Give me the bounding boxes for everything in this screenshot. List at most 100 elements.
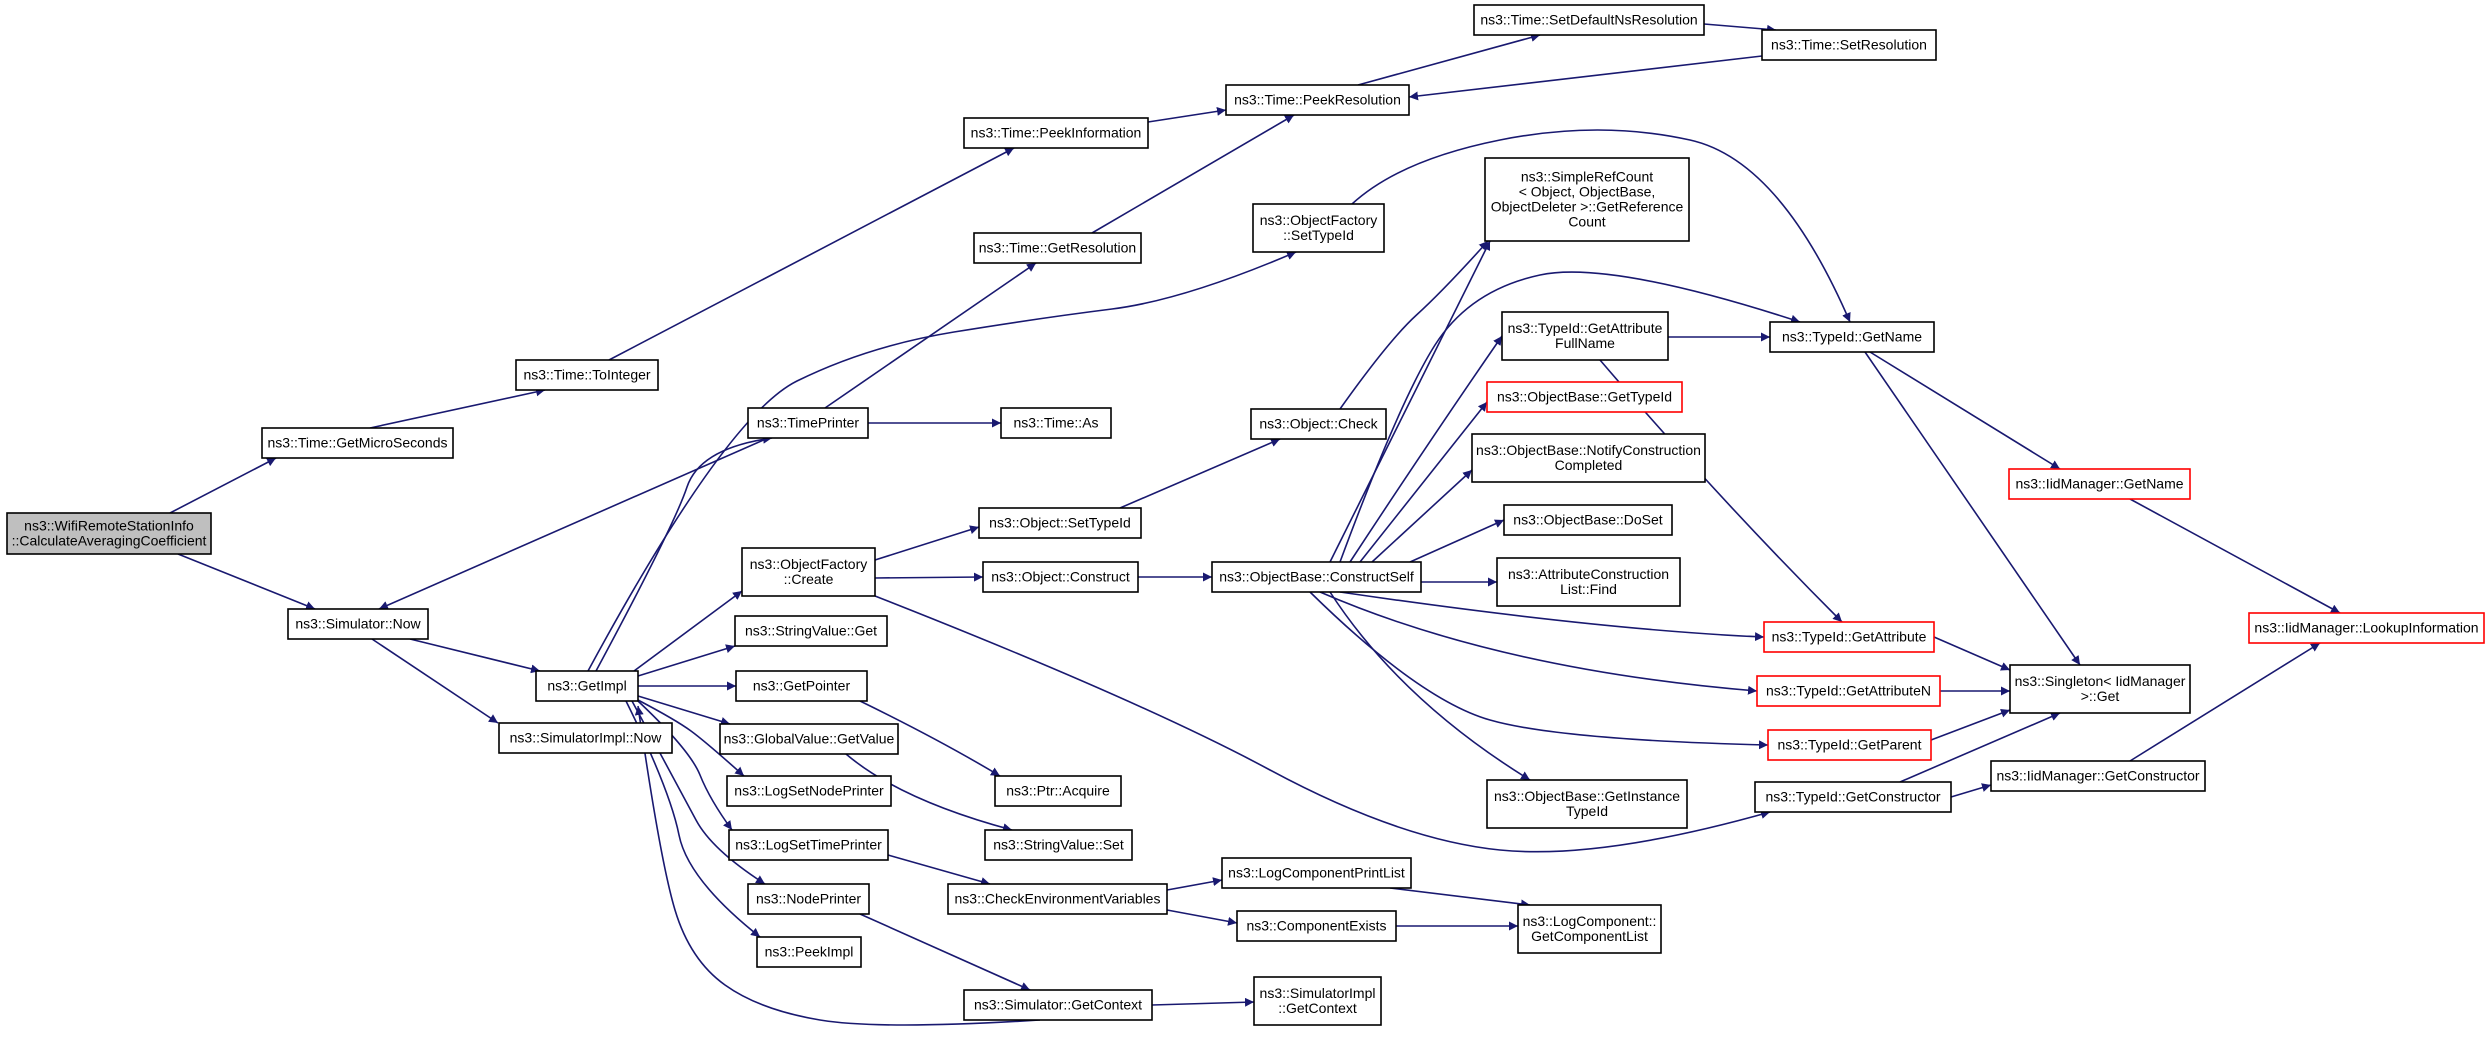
node-ofSetTypeId[interactable]: ns3::ObjectFactory::SetTypeId <box>1252 203 1385 253</box>
node-box <box>1486 779 1688 829</box>
node-compExists[interactable]: ns3::ComponentExists <box>1236 910 1397 942</box>
node-constructSelf[interactable]: ns3::ObjectBase::ConstructSelf <box>1211 561 1422 593</box>
node-box <box>1484 157 1690 242</box>
node-box <box>1763 621 1935 653</box>
node-label: ns3::Time::PeekResolution <box>1234 92 1401 108</box>
node-peekImpl[interactable]: ns3::PeekImpl <box>756 936 862 968</box>
node-tidGetName[interactable]: ns3::TypeId::GetName <box>1769 321 1935 353</box>
node-box <box>1990 760 2206 792</box>
node-label: ObjectDeleter >::GetReference <box>1491 199 1684 215</box>
node-timeAs[interactable]: ns3::Time::As <box>1000 407 1112 439</box>
node-box <box>515 359 659 391</box>
node-label: >::Get <box>2081 688 2120 704</box>
node-tidGetAttrN[interactable]: ns3::TypeId::GetAttributeN <box>1756 675 1941 707</box>
node-box <box>1496 557 1681 607</box>
node-label: ns3::LogSetNodePrinter <box>734 783 884 799</box>
node-getRes[interactable]: ns3::Time::GetResolution <box>973 232 1142 264</box>
node-box <box>1486 381 1683 413</box>
node-box <box>994 775 1122 807</box>
node-simNow[interactable]: ns3::Simulator::Now <box>287 608 429 640</box>
node-simpleRef[interactable]: ns3::SimpleRefCount< Object, ObjectBase,… <box>1484 157 1690 242</box>
node-getPointer[interactable]: ns3::GetPointer <box>735 670 868 702</box>
edge-tidGetParent-to-singletonGet <box>1930 708 2011 741</box>
node-label: ns3::Ptr::Acquire <box>1006 783 1110 799</box>
node-box <box>498 722 673 754</box>
node-ofCreate[interactable]: ns3::ObjectFactory::Create <box>741 547 876 597</box>
node-logTimeP[interactable]: ns3::LogSetTimePrinter <box>728 829 889 861</box>
node-label: ns3::ObjectBase::ConstructSelf <box>1219 569 1414 585</box>
node-ptrAcquire[interactable]: ns3::Ptr::Acquire <box>994 775 1122 807</box>
edge-constructSelf-to-obDoSet <box>1409 519 1505 563</box>
node-box <box>1767 729 1932 761</box>
node-label: ns3::GetPointer <box>753 678 851 694</box>
node-setRes[interactable]: ns3::Time::SetResolution <box>1761 29 1937 61</box>
node-getImpl[interactable]: ns3::GetImpl <box>535 670 639 702</box>
node-box <box>963 117 1149 149</box>
node-obGetTypeId[interactable]: ns3::ObjectBase::GetTypeId <box>1486 381 1683 413</box>
node-toInteger[interactable]: ns3::Time::ToInteger <box>515 359 659 391</box>
edge-timePrinter-to-simNow <box>378 437 769 610</box>
node-tidGetCtor[interactable]: ns3::TypeId::GetConstructor <box>1754 781 1952 813</box>
edge-getImpl-to-ofCreate <box>633 590 743 672</box>
node-strGet[interactable]: ns3::StringValue::Get <box>734 615 888 647</box>
node-box <box>1211 561 1422 593</box>
node-peekInfo[interactable]: ns3::Time::PeekInformation <box>963 117 1149 149</box>
edge-tidGetAttr-to-singletonGet <box>1933 636 2011 671</box>
node-checkEnv[interactable]: ns3::CheckEnvironmentVariables <box>947 883 1168 915</box>
edge-constructSelf-to-tidGetParent <box>1309 591 1769 750</box>
node-box <box>747 407 869 439</box>
node-label: ns3::Simulator::Now <box>295 616 421 632</box>
edge-checkEnv-to-compExists <box>1166 909 1238 926</box>
node-logCompGet[interactable]: ns3::LogComponent::GetComponentList <box>1517 904 1662 954</box>
node-root[interactable]: ns3::WifiRemoteStationInfo::CalculateAve… <box>6 512 212 555</box>
node-obNotify[interactable]: ns3::ObjectBase::NotifyConstructionCompl… <box>1471 433 1706 483</box>
node-tidGetParent[interactable]: ns3::TypeId::GetParent <box>1767 729 1932 761</box>
node-singletonGet[interactable]: ns3::Singleton< IidManager>::Get <box>2009 664 2191 714</box>
node-box <box>728 829 889 861</box>
node-simImplNow[interactable]: ns3::SimulatorImpl::Now <box>498 722 673 754</box>
node-box <box>2009 664 2191 714</box>
node-tidGetAttr[interactable]: ns3::TypeId::GetAttribute <box>1763 621 1935 653</box>
node-objCheck[interactable]: ns3::Object::Check <box>1250 408 1387 440</box>
node-peekRes[interactable]: ns3::Time::PeekResolution <box>1225 84 1410 116</box>
node-objConstruct[interactable]: ns3::Object::Construct <box>982 561 1139 593</box>
node-box <box>984 829 1133 861</box>
node-nodePrinter[interactable]: ns3::NodePrinter <box>747 883 870 915</box>
node-box <box>1221 857 1412 889</box>
node-gvGet[interactable]: ns3::GlobalValue::GetValue <box>719 723 899 755</box>
edge-objSetTypeId-to-objCheck <box>1119 438 1281 509</box>
node-strSet[interactable]: ns3::StringValue::Set <box>984 829 1133 861</box>
node-label: ns3::LogSetTimePrinter <box>735 837 882 853</box>
edge-iidGetName-to-iidLookup <box>2129 498 2341 614</box>
node-label: ns3::IidManager::GetName <box>2015 476 2183 492</box>
node-logNodeP[interactable]: ns3::LogSetNodePrinter <box>726 775 892 807</box>
node-iidGetCtor[interactable]: ns3::IidManager::GetConstructor <box>1990 760 2206 792</box>
node-iidGetName[interactable]: ns3::IidManager::GetName <box>2008 468 2191 500</box>
node-box <box>756 936 862 968</box>
edge-logCompPL-to-logCompGet <box>1389 887 1531 909</box>
call-nodes: ns3::WifiRemoteStationInfo::CalculateAve… <box>6 4 2485 1026</box>
node-label: ns3::SimulatorImpl::Now <box>510 730 663 746</box>
node-obDoSet[interactable]: ns3::ObjectBase::DoSet <box>1503 504 1673 536</box>
edge-simNow-to-simImplNow <box>371 638 499 724</box>
node-simGetCtx[interactable]: ns3::Simulator::GetContext <box>963 989 1153 1021</box>
node-timePrinter[interactable]: ns3::TimePrinter <box>747 407 869 439</box>
edge-simNow-to-getImpl <box>409 638 541 674</box>
node-iidLookup[interactable]: ns3::IidManager::LookupInformation <box>2248 612 2485 644</box>
node-box <box>1754 781 1952 813</box>
node-getMicro[interactable]: ns3::Time::GetMicroSeconds <box>261 427 454 459</box>
node-label: ns3::ComponentExists <box>1246 918 1386 934</box>
node-label: ns3::Time::SetDefaultNsResolution <box>1480 12 1697 28</box>
edge-constructSelf-to-obGetInst <box>1329 591 1531 781</box>
node-objSetTypeId[interactable]: ns3::Object::SetTypeId <box>978 507 1142 539</box>
edge-peekInfo-to-peekRes <box>1147 106 1227 123</box>
node-simImplGetCtx[interactable]: ns3::SimulatorImpl::GetContext <box>1253 976 1382 1026</box>
node-logCompPL[interactable]: ns3::LogComponentPrintList <box>1221 857 1412 889</box>
edge-getImpl-to-strGet <box>637 644 736 677</box>
node-setDefNs[interactable]: ns3::Time::SetDefaultNsResolution <box>1473 4 1705 36</box>
node-label: Completed <box>1555 457 1623 473</box>
node-box <box>1236 910 1397 942</box>
